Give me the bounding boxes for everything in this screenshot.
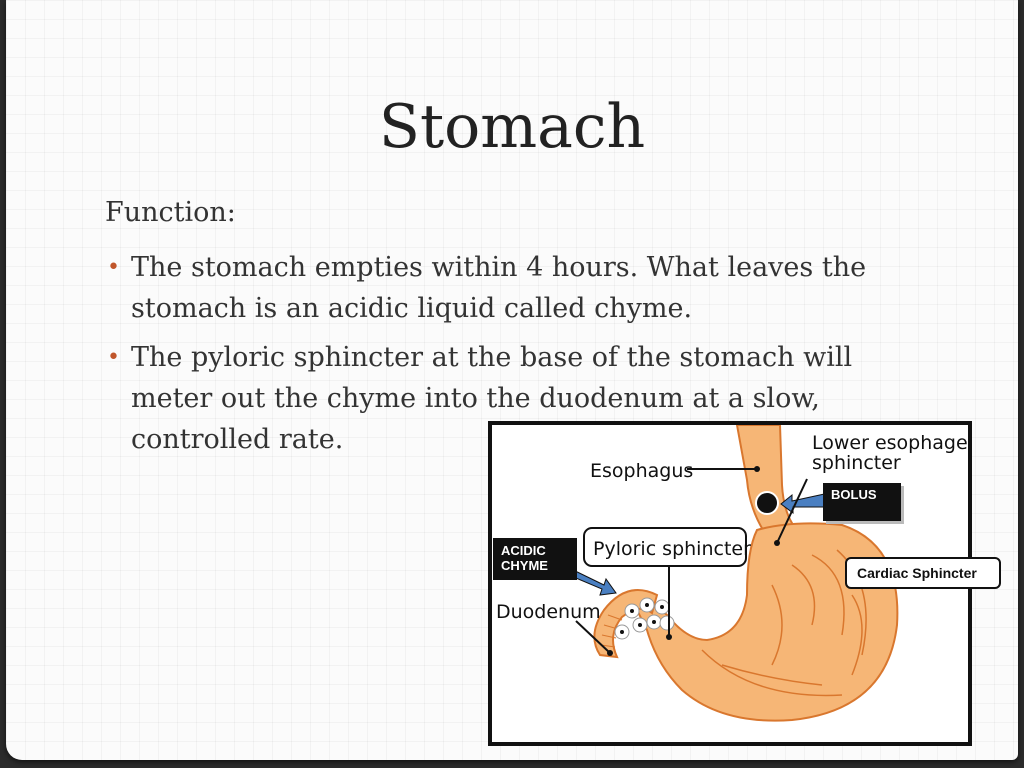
bullet-icon: • [107,255,120,280]
bolus-callout-text: BOLUS [831,487,877,502]
cardiac-sphincter-text: Cardiac Sphincter [857,565,977,581]
duodenum-label: Duodenum [496,601,601,623]
bullet-item: • The pyloric sphincter at the base of t… [105,337,925,460]
function-heading: Function: [105,197,236,228]
lower-esophageal-label: Lower esophageal [812,432,968,454]
chyme-dots [620,603,664,634]
bullet-item: • The stomach empties within 4 hours. Wh… [105,247,925,329]
stomach-shape [630,522,899,722]
stomach-folds [701,549,867,697]
chyme-droplets [614,597,675,640]
cardiac-sphincter-callout: Cardiac Sphincter [845,557,1001,589]
slide: Stomach Function: • The stomach empties … [6,0,1018,760]
pyloric-label-box [583,527,747,567]
acidic-chyme-text-2: CHYME [501,558,548,573]
esophagus-label: Esophagus [590,460,693,482]
leader-lines [575,468,808,654]
bullet-text: The pyloric sphincter at the base of the… [131,342,853,455]
acidic-chyme-callout: ACIDIC CHYME [493,538,577,580]
bolus-icon [755,491,779,515]
bullet-text: The stomach empties within 4 hours. What… [131,252,867,324]
lower-esophageal-label-line2: sphincter [812,452,901,474]
bullet-icon: • [107,345,120,370]
pyloric-label: Pyloric sphincter [593,538,751,560]
stomach-illustration: Esophagus Lower esophageal sphincter Pyl… [496,425,968,722]
bolus-callout: BOLUS [823,483,901,521]
slide-title: Stomach [378,92,646,162]
acidic-chyme-text-1: ACIDIC [501,543,546,558]
bullet-list: • The stomach empties within 4 hours. Wh… [105,247,925,468]
bolus-arrow-icon [780,492,830,514]
